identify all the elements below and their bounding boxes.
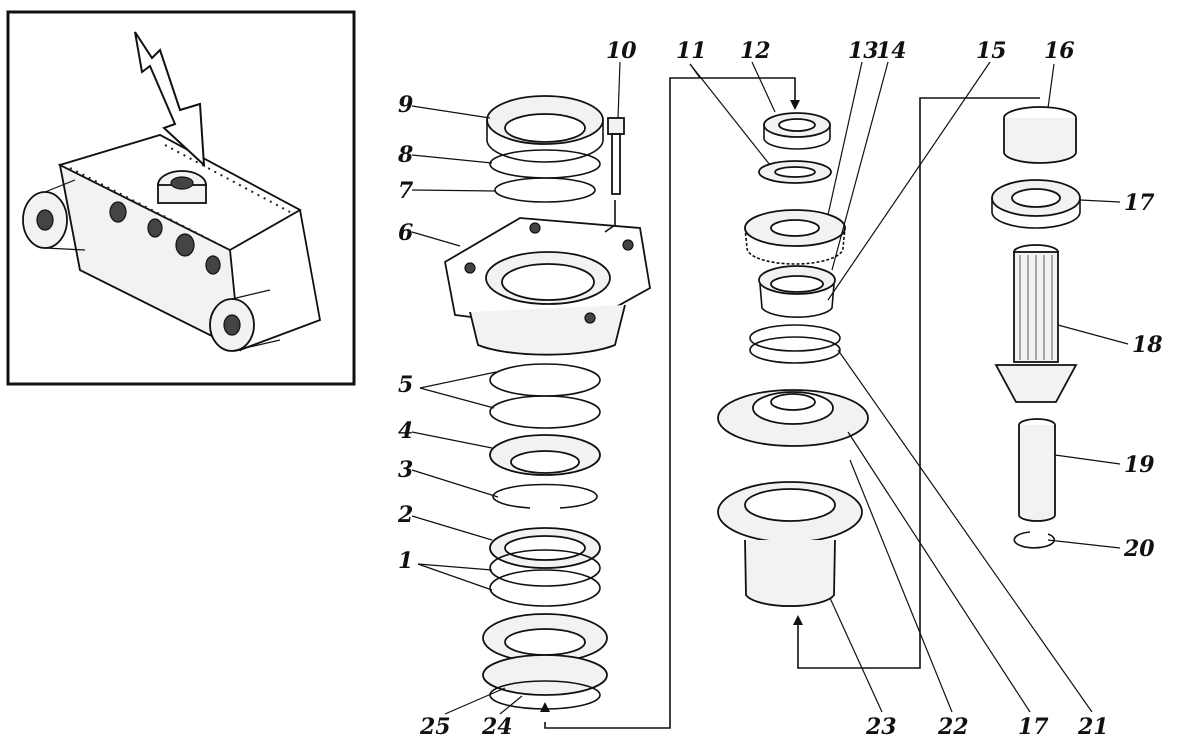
callout-label: 22 [937, 714, 969, 740]
inset-arrow-icon [134, 31, 206, 168]
callout-label: 14 [876, 38, 907, 64]
right-column-parts [991, 106, 1081, 549]
callout-label: 17 [1018, 714, 1049, 740]
callout-label: 6 [398, 220, 413, 246]
callout-label: 4 [398, 418, 413, 444]
callout-label: 25 [419, 714, 451, 740]
callout-label: 12 [740, 38, 771, 64]
callout-label: 15 [976, 38, 1007, 64]
callout-label: 11 [676, 38, 707, 64]
callout-label: 2 [397, 502, 413, 528]
callout-label: 8 [397, 142, 413, 168]
callout-label: 18 [1132, 332, 1163, 358]
leader-lines [411, 61, 1129, 715]
callout-label: 24 [481, 714, 513, 740]
assembly-lines [540, 77, 1040, 729]
callout-labels: 9 8 7 6 5 4 3 2 1 10 11 12 13 14 15 16 1… [397, 38, 1163, 740]
middle-column-parts [717, 112, 869, 607]
callout-label: 1 [398, 548, 413, 574]
callout-label: 9 [398, 92, 413, 118]
callout-label: 7 [398, 178, 414, 204]
callout-label: 3 [398, 457, 413, 483]
callout-label: 21 [1077, 714, 1109, 740]
callout-label: 16 [1044, 38, 1075, 64]
callout-label: 20 [1123, 536, 1155, 562]
callout-label: 5 [398, 372, 413, 398]
inset-axle-housing [6, 10, 356, 386]
callout-label: 19 [1124, 452, 1155, 478]
callout-label: 17 [1124, 190, 1155, 216]
callout-label: 13 [848, 38, 879, 64]
callout-label: 23 [865, 714, 897, 740]
callout-label: 10 [606, 38, 637, 64]
left-column-parts [443, 95, 651, 710]
